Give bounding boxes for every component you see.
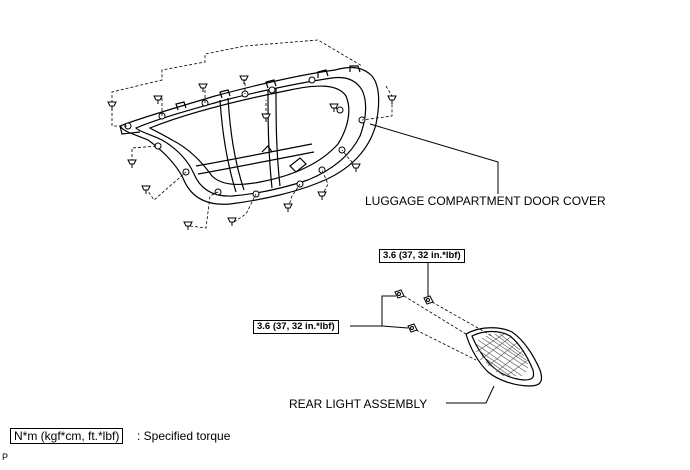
clip-dashed-lines (111, 39, 393, 229)
rear-light-label: REAR LIGHT ASSEMBLY (289, 397, 428, 411)
mounting-nut (394, 289, 405, 299)
clip-fastener (141, 185, 151, 194)
rear-light-leader (446, 385, 495, 404)
legend-torque-unit: N*m (kgf*cm, ft.*lbf) (10, 428, 124, 444)
clip-fastener (283, 203, 293, 212)
clip-fastener (239, 75, 249, 84)
mounting-nuts (394, 289, 434, 333)
rear-light-lens-pattern (475, 333, 529, 377)
clip-fastener (183, 221, 193, 230)
clip-fastener (387, 95, 397, 104)
clip-fastener (317, 191, 327, 200)
rear-light-assembly (465, 327, 543, 387)
panel-clip-holes (124, 76, 366, 198)
clip-fastener (351, 163, 361, 172)
clip-fastener (153, 95, 163, 104)
nut-dashed-lines (403, 295, 493, 361)
mounting-nut (423, 295, 434, 305)
torque-spec-left: 3.6 (37, 32 in.*lbf) (253, 320, 339, 334)
legend-description: : Specified torque (137, 429, 231, 443)
clip-fastener (329, 103, 339, 112)
torque-leaders (350, 262, 429, 329)
clip-fasteners (107, 75, 397, 230)
clip-fastener (127, 159, 137, 168)
door-cover-label: LUGGAGE COMPARTMENT DOOR COVER (365, 194, 606, 208)
door-cover-panel (119, 65, 380, 205)
clip-fastener (107, 101, 117, 110)
torque-spec-upper: 3.6 (37, 32 in.*lbf) (379, 249, 465, 263)
corner-mark: P (2, 452, 9, 462)
clip-fastener (261, 113, 271, 122)
door-cover-leader (369, 123, 499, 194)
clip-fastener (198, 83, 208, 92)
mounting-nut (407, 323, 418, 333)
clip-fastener (227, 217, 237, 226)
